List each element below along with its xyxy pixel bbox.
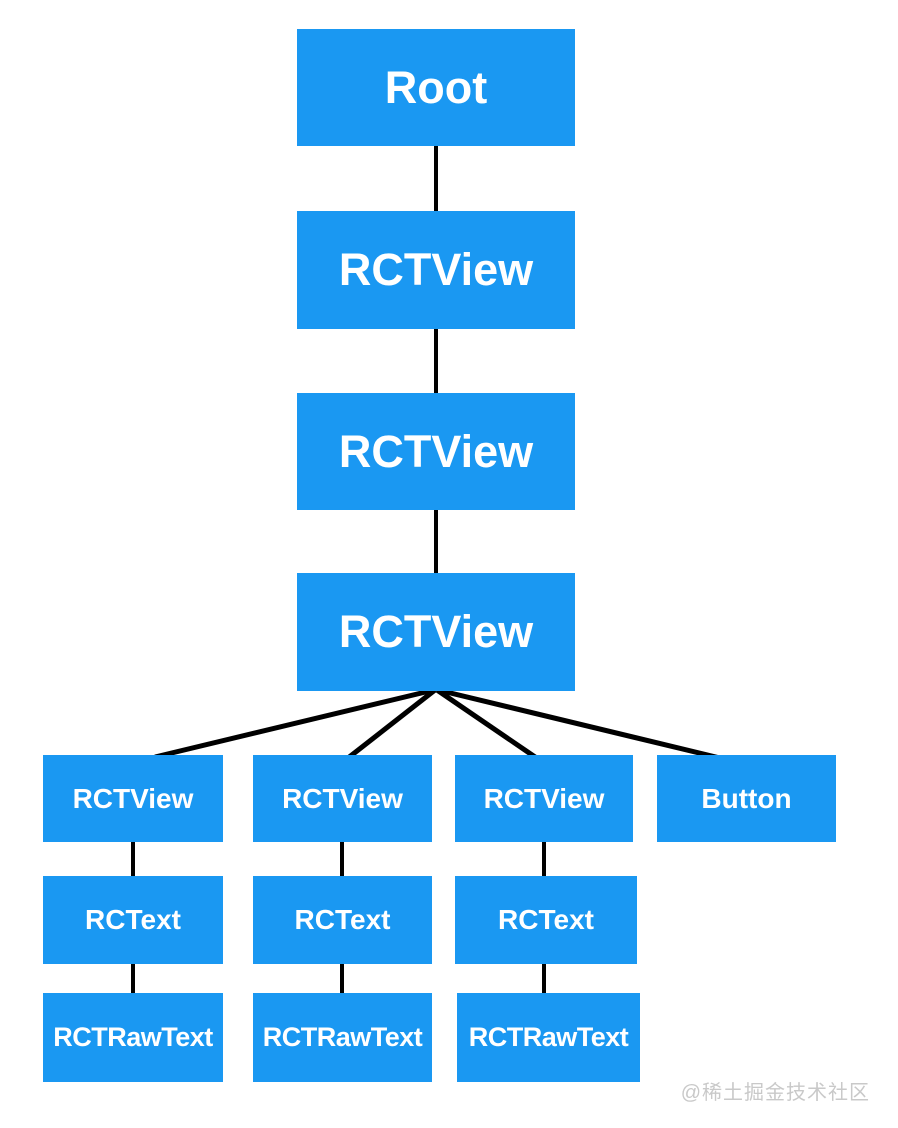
tree-node-root: Root	[297, 29, 575, 146]
edge-view3-child4	[437, 687, 721, 761]
watermark: @稀土掘金技术社区	[680, 1082, 870, 1104]
tree-node-rctview-3: RCTView	[297, 573, 575, 691]
tree-node-rctview-2: RCTView	[297, 393, 575, 510]
tree-node-rctrawtext-3: RCTRawText	[457, 993, 640, 1082]
edge-view3-child2	[346, 688, 437, 760]
tree-node-rctext-2: RCText	[253, 876, 432, 964]
tree-node-rctrawtext-1: RCTRawText	[43, 993, 223, 1082]
tree-node-rctview-child-1: RCTView	[43, 755, 223, 842]
tree-node-rctview-1: RCTView	[297, 211, 575, 329]
tree-node-rctrawtext-2: RCTRawText	[253, 993, 432, 1082]
tree-node-rctview-child-2: RCTView	[253, 755, 432, 842]
edge-view3-child1	[154, 687, 435, 760]
tree-node-rctview-child-3: RCTView	[455, 755, 633, 842]
tree-node-button: Button	[657, 755, 836, 842]
tree-node-rctext-3: RCText	[455, 876, 637, 964]
edge-view3-child3	[435, 687, 540, 762]
tree-node-rctext-1: RCText	[43, 876, 223, 964]
